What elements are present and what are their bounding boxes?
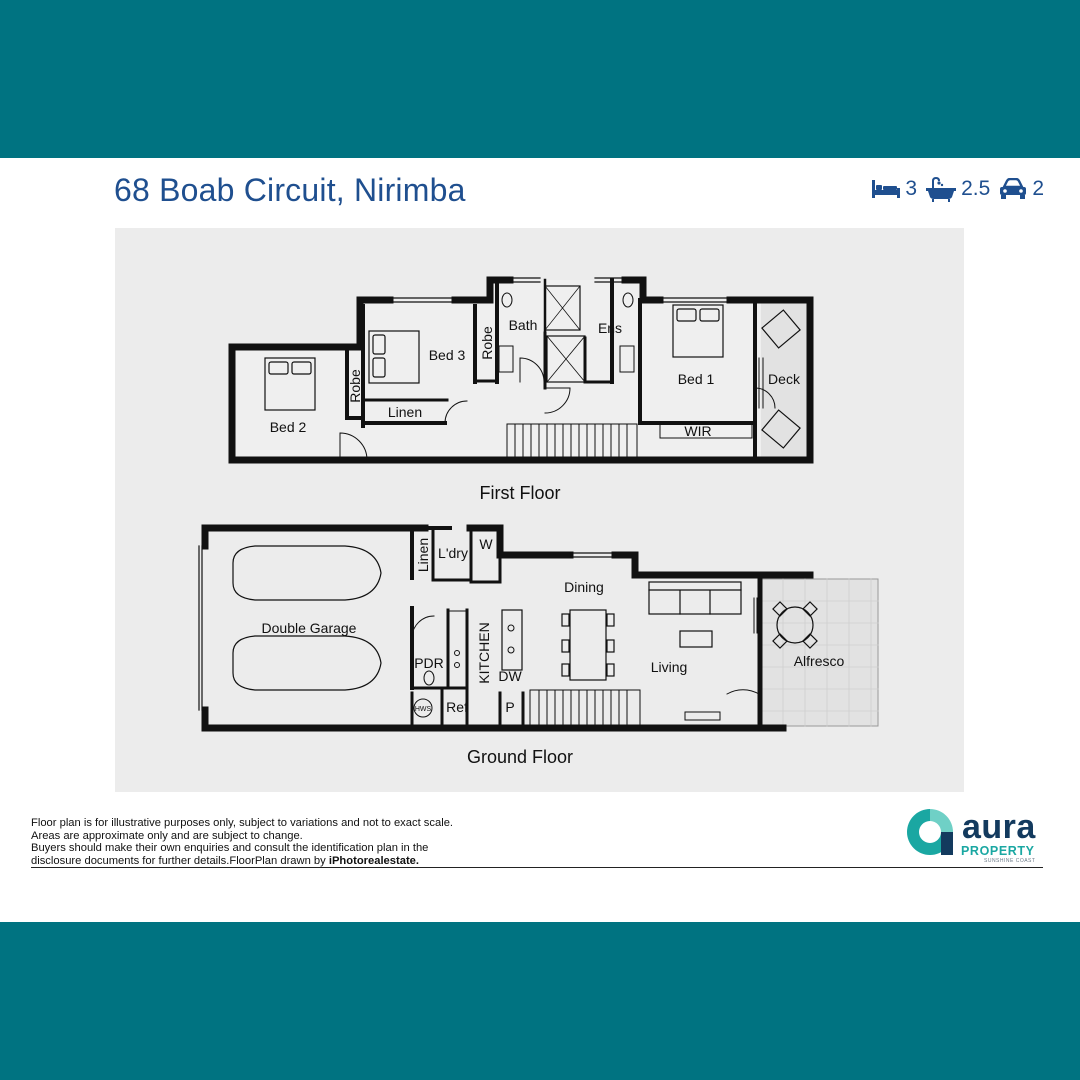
car-icon bbox=[1000, 178, 1027, 199]
ground-floor-plan bbox=[198, 524, 879, 732]
property-stats: 3 2.5 2 bbox=[871, 176, 1044, 202]
label-bed3: Bed 3 bbox=[429, 347, 466, 363]
disclaimer-line-1: Floor plan is for illustrative purposes … bbox=[31, 817, 454, 829]
label-garage: Double Garage bbox=[262, 620, 357, 636]
logo-word: aura bbox=[962, 808, 1036, 846]
label-robe-a: Robe bbox=[347, 369, 363, 403]
label-linen-ground: Linen bbox=[415, 538, 431, 572]
label-p: P bbox=[505, 699, 514, 715]
label-kitchen: KITCHEN bbox=[476, 622, 492, 683]
label-dining: Dining bbox=[564, 579, 604, 595]
baths-stat: 2.5 bbox=[925, 176, 990, 202]
bath-icon bbox=[926, 176, 957, 202]
beds-stat: 3 bbox=[871, 177, 917, 201]
label-bed1: Bed 1 bbox=[678, 371, 715, 387]
label-wir: WIR bbox=[684, 423, 711, 439]
floorplan-panel: Bed 2 Robe Linen Bed 3 Robe Bath Ens Bed… bbox=[115, 228, 964, 792]
label-w: W bbox=[479, 536, 493, 552]
floorplan-drawing: Bed 2 Robe Linen Bed 3 Robe Bath Ens Bed… bbox=[198, 276, 879, 767]
first-floor-plan bbox=[228, 276, 814, 464]
label-linen-first: Linen bbox=[388, 404, 422, 420]
disclaimer-line-2: Areas are approximate only and are subje… bbox=[31, 829, 303, 842]
label-deck: Deck bbox=[768, 371, 801, 387]
first-floor-title: First Floor bbox=[480, 483, 561, 503]
logo-sub2: SUNSHINE COAST bbox=[984, 858, 1036, 864]
ground-floor-title: Ground Floor bbox=[467, 747, 573, 767]
label-bath: Bath bbox=[509, 317, 538, 333]
property-address: 68 Boab Circuit, Nirimba bbox=[114, 172, 466, 208]
logo-sub: PROPERTY bbox=[961, 844, 1035, 858]
label-laundry: L'dry bbox=[438, 545, 468, 561]
label-robe-b: Robe bbox=[479, 326, 495, 360]
disclaimer-line-4-wrap: disclosure documents for further details… bbox=[31, 855, 551, 868]
label-dw: DW bbox=[498, 668, 522, 684]
beds-count: 3 bbox=[905, 177, 918, 200]
label-living: Living bbox=[651, 659, 688, 675]
label-ref: Ref bbox=[446, 699, 468, 715]
label-hws: HWS bbox=[415, 706, 432, 713]
cars-stat: 2 bbox=[998, 177, 1044, 201]
disclaimer-line-3: Buyers should make their own enquiries a… bbox=[31, 842, 429, 855]
disclaimer: Floor plan is for illustrative purposes … bbox=[31, 817, 551, 867]
disclaimer-line-4: disclosure documents for further details… bbox=[31, 854, 329, 867]
credit-text: iPhotorealestate. bbox=[328, 854, 420, 867]
cars-count: 2 bbox=[1032, 177, 1044, 200]
bottom-color-band bbox=[0, 922, 1080, 1080]
label-pdr: PDR bbox=[414, 655, 444, 671]
baths-count: 2.5 bbox=[961, 177, 991, 200]
label-alfresco: Alfresco bbox=[794, 653, 845, 669]
top-color-band bbox=[0, 0, 1080, 158]
aura-logo-mark-icon bbox=[907, 809, 953, 855]
room-labels: Bed 2 Robe Linen Bed 3 Robe Bath Ens Bed… bbox=[262, 317, 845, 767]
label-ens: Ens bbox=[598, 320, 622, 336]
aura-logo: aura PROPERTY SUNSHINE COAST bbox=[904, 806, 1049, 866]
footer-divider bbox=[31, 867, 1043, 868]
bed-icon bbox=[872, 180, 901, 198]
label-bed2: Bed 2 bbox=[270, 419, 307, 435]
